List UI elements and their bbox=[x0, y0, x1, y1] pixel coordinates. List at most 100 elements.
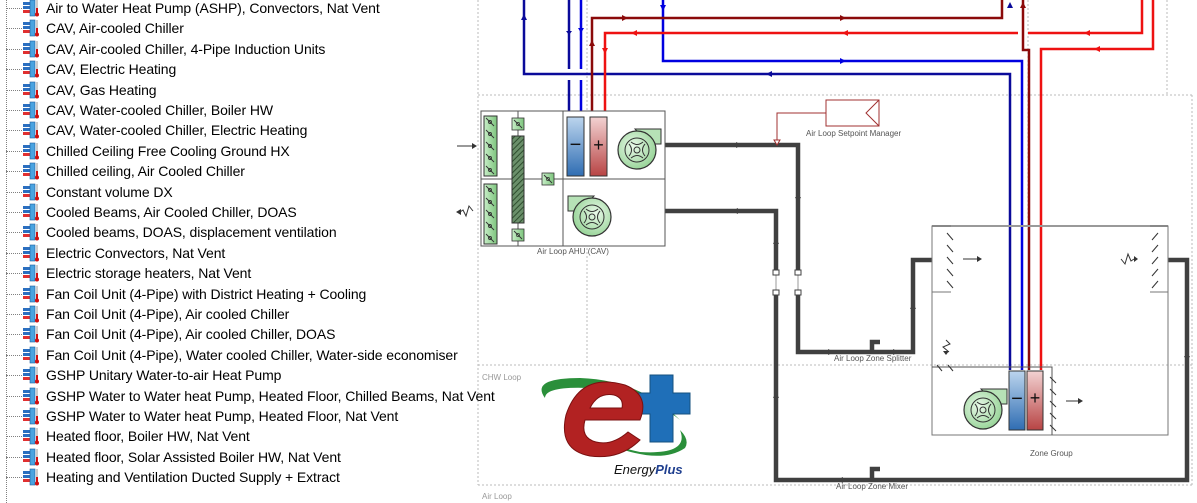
svg-text:+: + bbox=[1030, 388, 1041, 408]
heat-recovery bbox=[511, 135, 525, 224]
hvac-template-icon bbox=[23, 0, 39, 17]
tree-connector bbox=[6, 150, 22, 152]
tree-item-label: CAV, Air-cooled Chiller bbox=[46, 20, 184, 37]
tree-connector bbox=[6, 69, 22, 71]
hvac-template-icon bbox=[23, 407, 39, 425]
tree-item-label: GSHP Unitary Water-to-air Heat Pump bbox=[46, 367, 282, 384]
zone-splitter-label: Air Loop Zone Splitter bbox=[834, 354, 912, 363]
tree-item-label: Fan Coil Unit (4-Pipe), Water cooled Chi… bbox=[46, 346, 458, 363]
hw-zone-supply bbox=[1039, 0, 1155, 370]
hvac-template-icon bbox=[23, 183, 39, 201]
tree-connector bbox=[6, 130, 22, 132]
tree-connector bbox=[6, 477, 22, 479]
outdoor-air-arrow bbox=[457, 143, 477, 149]
tree-item-label: Chilled Ceiling Free Cooling Ground HX bbox=[46, 142, 290, 159]
tree-item-label: Fan Coil Unit (4-Pipe), Air cooled Chill… bbox=[46, 306, 290, 322]
fan-coil-unit[interactable]: − + bbox=[932, 364, 1083, 435]
tree-connector bbox=[6, 191, 22, 193]
damper-slat bbox=[485, 185, 495, 195]
hvac-template-icon bbox=[23, 122, 39, 139]
damper-pivot bbox=[488, 132, 492, 136]
supply-diffuser-icon bbox=[946, 232, 954, 289]
damper-slat bbox=[485, 221, 495, 231]
hvac-template-icon bbox=[23, 40, 39, 58]
hvac-template-icon bbox=[23, 224, 39, 241]
chw-supply-pipe bbox=[661, 0, 1024, 370]
hvac-template-icon bbox=[23, 346, 39, 364]
damper-slat bbox=[485, 165, 495, 175]
tree-connector bbox=[6, 436, 22, 438]
hvac-template-icon bbox=[23, 285, 39, 303]
hvac-template-icon bbox=[23, 366, 39, 384]
damper-icon bbox=[511, 117, 525, 131]
hvac-template-icon bbox=[23, 387, 39, 405]
air-loop-setpoint-manager[interactable]: Air Loop Setpoint Manager bbox=[773, 99, 902, 146]
hvac-template-tree[interactable]: Air to Water Heat Pump (ASHP), Convector… bbox=[0, 0, 495, 503]
svg-text:−: − bbox=[570, 134, 582, 156]
damper-slat bbox=[485, 209, 495, 219]
damper-pivot bbox=[488, 144, 492, 148]
tree-item-label: Heating and Ventilation Ducted Supply + … bbox=[46, 469, 340, 486]
hvac-template-icon bbox=[23, 305, 39, 323]
hw-return-pipe bbox=[590, 0, 1004, 118]
tree-item-label: CAV, Water-cooled Chiller, Boiler HW bbox=[46, 102, 273, 118]
hw-zone-return bbox=[1021, 0, 1031, 370]
tree-connector bbox=[6, 232, 22, 234]
loop-boundaries bbox=[477, 0, 1193, 486]
tree-connector bbox=[6, 252, 22, 254]
supply-air-arrow bbox=[963, 256, 982, 262]
extract-air-icon bbox=[1120, 252, 1138, 266]
damper-slat bbox=[485, 141, 495, 151]
tree-connector bbox=[6, 293, 22, 295]
tree-connector bbox=[6, 212, 22, 213]
air-ducts bbox=[665, 142, 1190, 483]
tree-item-label: Heated floor, Boiler HW, Nat Vent bbox=[46, 428, 250, 445]
hvac-template-icon bbox=[23, 448, 39, 466]
svg-text:+: + bbox=[593, 135, 604, 155]
hvac-template-icon bbox=[23, 81, 39, 99]
tree-item-label: CAV, Gas Heating bbox=[46, 81, 157, 98]
tree-connector bbox=[6, 171, 22, 173]
damper-slat bbox=[485, 129, 495, 139]
tree-guide-line bbox=[6, 0, 7, 503]
damper-pivot bbox=[488, 120, 492, 124]
tree-connector bbox=[6, 273, 22, 275]
damper-pivot bbox=[488, 156, 492, 160]
hw-supply-pipe bbox=[603, 0, 1144, 118]
fcu-cooling-coil: − bbox=[1008, 370, 1026, 431]
supply-duct bbox=[665, 142, 801, 270]
tree-item-label: Electric storage heaters, Nat Vent bbox=[46, 265, 252, 282]
damper-icon bbox=[511, 228, 525, 242]
tree-connector bbox=[6, 314, 22, 315]
damper-pivot bbox=[488, 168, 492, 172]
hvac-template-icon bbox=[23, 162, 39, 180]
mixing-damper-icon bbox=[541, 172, 555, 186]
exhaust-air-icon bbox=[456, 204, 474, 218]
air-loop-ahu[interactable]: − + Air Loop AHU (CAV) bbox=[480, 110, 666, 256]
zone-group-label: Zone Group bbox=[1030, 449, 1073, 458]
zone-group[interactable]: − + Zone Group bbox=[931, 225, 1169, 458]
fcu-heating-coil: + bbox=[1026, 370, 1044, 431]
damper-pivot bbox=[488, 212, 492, 216]
ahu-cooling-coil: − bbox=[566, 116, 585, 177]
setpoint-manager-label: Air Loop Setpoint Manager bbox=[806, 129, 902, 138]
tree-connector bbox=[6, 354, 22, 356]
tree-item-label: GSHP Water to Water heat Pump, Heated Fl… bbox=[46, 408, 399, 424]
zone-exhaust-icon bbox=[942, 339, 951, 355]
hvac-template-icon bbox=[23, 142, 39, 160]
tree-connector bbox=[6, 375, 22, 377]
damper-slat bbox=[485, 197, 495, 207]
tree-connector bbox=[6, 110, 22, 111]
air-loop-label: Air Loop bbox=[482, 492, 512, 501]
tree-connector bbox=[6, 8, 22, 9]
hvac-template-icon bbox=[23, 20, 39, 37]
tree-item-label: CAV, Air-cooled Chiller, 4-Pipe Inductio… bbox=[46, 40, 326, 57]
tree-item-label: Fan Coil Unit (4-Pipe), Air cooled Chill… bbox=[46, 326, 336, 343]
damper-slat bbox=[485, 233, 495, 243]
tree-connector bbox=[6, 48, 22, 50]
extract-grille-icon bbox=[1151, 232, 1159, 289]
hvac-template-icon bbox=[23, 203, 39, 221]
ahu-heating-coil: + bbox=[589, 116, 608, 177]
energyplus-logo: EnergyPlus bbox=[541, 374, 691, 477]
